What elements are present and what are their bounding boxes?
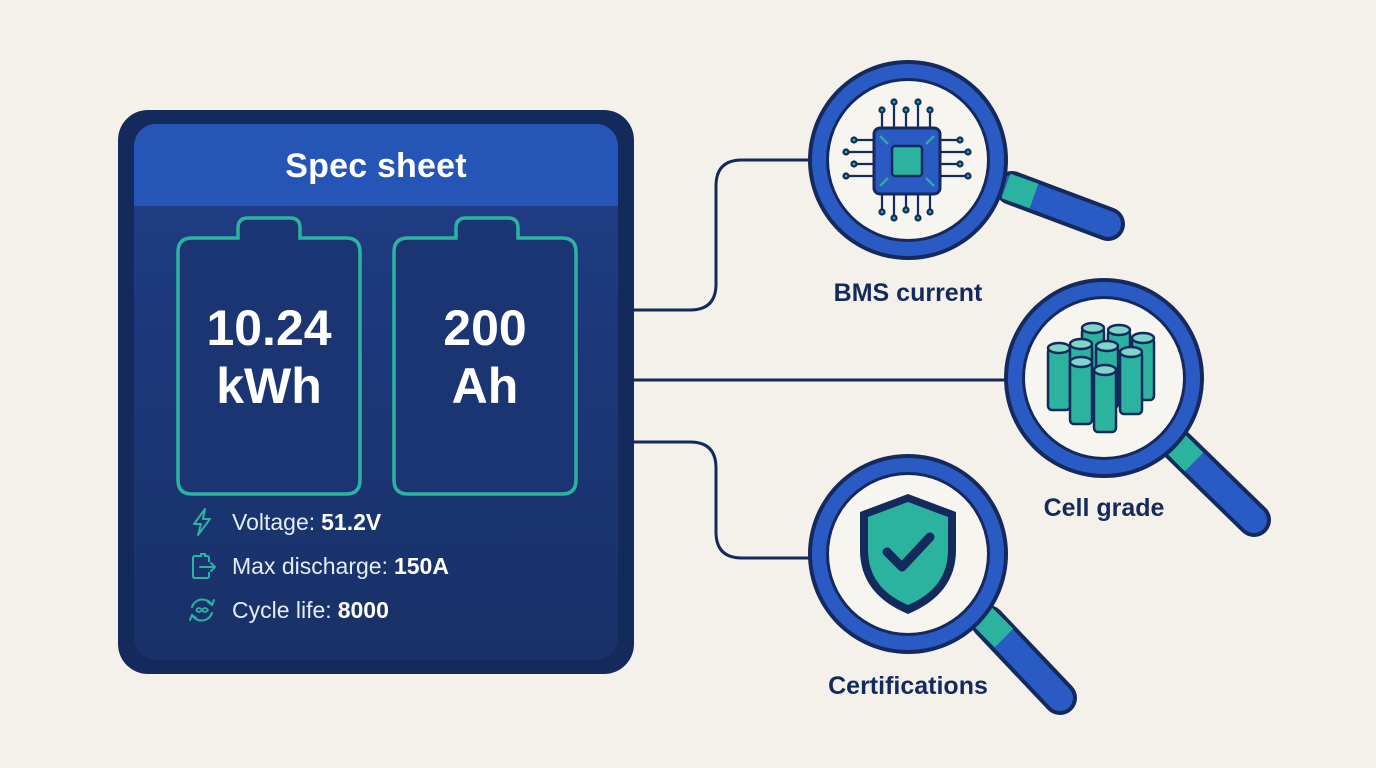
chip-icon [842,98,972,222]
charge-capacity: 200 Ah [394,299,576,415]
cycle-icon [189,598,215,622]
magnifier-cell-grade [1004,278,1271,537]
shield-check-icon [860,494,956,614]
spec-sheet-header: Spec sheet [134,124,618,206]
spec-value: 150A [393,552,449,579]
spec-row-voltage: Voltage: 51.2V [186,506,381,538]
charge-capacity-value: 200 [443,300,527,356]
energy-capacity-unit: kWh [216,358,322,414]
connector-certifications [634,440,810,560]
spec-label: Voltage: [232,508,316,535]
spec-sheet-card: Spec sheet 10.24 kWh 200 Ah Voltage: 51.… [118,110,634,674]
discharge-icon [192,553,216,579]
spec-sheet-title: Spec sheet [285,146,467,185]
charge-capacity-unit: Ah [451,358,519,414]
battery-icon-energy [176,216,362,496]
lightning-icon [193,508,211,536]
spec-label: Cycle life: [232,596,332,623]
magnifier-bms [808,60,1125,260]
spec-row-cycle-life: Cycle life: 8000 [186,594,389,626]
spec-label: Max discharge: [232,552,388,579]
label-certifications: Certifications [828,672,988,700]
connector-bms [634,158,808,312]
spec-row-max-discharge: Max discharge: 150A [186,550,449,582]
battery-icon-charge [392,216,578,496]
spec-sheet-panel: Spec sheet 10.24 kWh 200 Ah Voltage: 51.… [134,124,618,660]
spec-value: 51.2V [321,508,382,535]
battery-cells-icon [1046,321,1156,434]
battery-outlines [176,216,578,496]
label-cell-grade: Cell grade [1043,494,1165,522]
spec-value: 8000 [337,596,389,623]
label-bms-current: BMS current [833,279,983,307]
magnifier-certifications [808,454,1077,715]
energy-capacity: 10.24 kWh [178,299,360,415]
energy-capacity-value: 10.24 [206,300,332,356]
